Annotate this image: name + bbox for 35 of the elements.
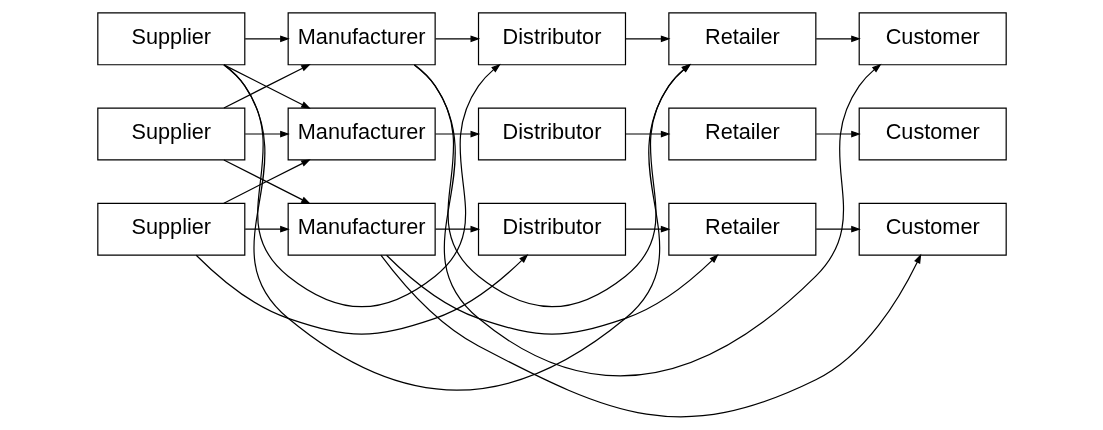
arrow — [385, 253, 719, 335]
arrow — [815, 225, 861, 233]
arrow — [223, 63, 691, 391]
arrow — [624, 225, 670, 233]
arrow — [244, 130, 290, 138]
arrow — [222, 64, 311, 109]
node-box: Retailer — [667, 12, 816, 66]
arrow — [195, 253, 528, 335]
node-box: Manufacturer — [287, 202, 436, 256]
arrow — [222, 63, 501, 308]
node-box: Manufacturer — [287, 107, 436, 161]
arrow — [434, 130, 480, 138]
arrow — [244, 225, 290, 233]
node-box: Supplier — [96, 202, 245, 256]
arrow — [379, 253, 921, 418]
arrow — [434, 225, 480, 233]
arrow — [815, 35, 861, 43]
node-box: Distributor — [477, 12, 626, 66]
arrow — [624, 130, 670, 138]
arrow — [244, 35, 290, 43]
node-box: Supplier — [96, 107, 245, 161]
node-box: Retailer — [667, 202, 816, 256]
arrow — [624, 35, 670, 43]
node-box: Supplier — [96, 12, 245, 66]
node-box: Retailer — [667, 107, 816, 161]
node-box: Manufacturer — [287, 12, 436, 66]
node-box: Customer — [858, 107, 1007, 161]
node-box: Distributor — [477, 202, 626, 256]
arrow — [434, 35, 480, 43]
node-box: Customer — [858, 12, 1007, 66]
arrow — [413, 63, 691, 308]
node-box: Customer — [858, 202, 1007, 256]
node-box: Distributor — [477, 107, 626, 161]
arrow — [815, 130, 861, 138]
arrow — [413, 63, 882, 377]
